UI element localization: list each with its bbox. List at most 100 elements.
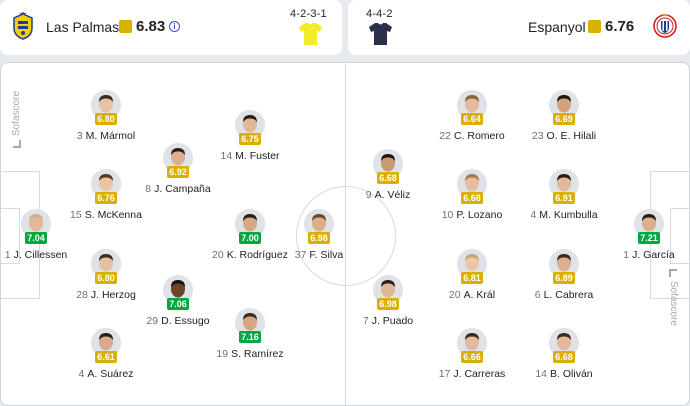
player-name: M. Fuster: [235, 150, 280, 162]
player-number: 9: [365, 189, 372, 201]
player-rating-badge: 6.66: [461, 351, 483, 363]
player-rating-badge: 6.69: [553, 113, 575, 125]
player-number: 1: [4, 249, 11, 261]
player-name: J. Cillessen: [13, 249, 68, 261]
player-name: A. Suárez: [87, 368, 134, 380]
player-number: 15: [70, 209, 82, 221]
player-name: O. E. Hilali: [546, 130, 597, 142]
player-number: 17: [438, 368, 451, 380]
player-rating-badge: 7.04: [25, 232, 47, 244]
player-rating-badge: 6.91: [553, 192, 575, 204]
away-team-card[interactable]: 4-4-2 Espanyol 6.76: [348, 0, 690, 55]
player-number: 28: [76, 289, 88, 301]
player-number: 4: [78, 368, 85, 380]
watermark-left: Sofascore: [11, 91, 22, 148]
player-rating-badge: 7.00: [239, 232, 261, 244]
player-name: F. Silva: [309, 249, 344, 261]
player-name: S. McKenna: [84, 209, 142, 221]
away-team-name[interactable]: Espanyol: [528, 19, 586, 35]
player-name: A. Král: [463, 289, 496, 301]
player-rating-badge: 6.76: [95, 192, 117, 204]
right-goal-area: [670, 208, 689, 264]
espanyol-crest-icon: [653, 13, 677, 41]
home-jersey-icon: [298, 22, 323, 46]
player-name: J. Puado: [371, 315, 414, 327]
player-rating-badge: 6.98: [377, 298, 399, 310]
info-icon[interactable]: i: [169, 21, 180, 32]
player-number: 19: [216, 348, 229, 360]
player-number: 10: [441, 209, 454, 221]
player-rating-badge: 6.92: [167, 166, 189, 178]
player-number: 14: [535, 368, 548, 380]
home-team-rating: 6.83: [136, 18, 166, 35]
player-rating-badge: 7.16: [239, 331, 261, 343]
home-team-card[interactable]: Las Palmas 6.83 i 4-2-3-1: [0, 0, 342, 55]
player-rating-badge: 6.89: [553, 272, 575, 284]
player-rating-badge: 6.68: [377, 172, 399, 184]
player-rating-badge: 6.81: [461, 272, 483, 284]
player-rating-badge: 7.21: [638, 232, 660, 244]
player-name: P. Lozano: [456, 209, 503, 221]
player-number: 37: [294, 249, 307, 261]
las-palmas-crest-icon: [12, 12, 34, 40]
home-team-name[interactable]: Las Palmas: [46, 19, 120, 35]
player-name: J. García: [632, 249, 675, 261]
player-name: M. Mármol: [85, 130, 136, 142]
away-team-rating: 6.76: [605, 18, 635, 35]
player-name: C. Romero: [453, 130, 505, 142]
away-rating-icon: [588, 20, 601, 33]
player-number: 3: [76, 130, 83, 142]
player-number: 29: [146, 315, 159, 327]
player-name: B. Oliván: [550, 368, 593, 380]
player-name: A. Véliz: [374, 189, 411, 201]
player-name: K. Rodríguez: [226, 249, 288, 261]
player-rating-badge: 6.68: [461, 192, 483, 204]
player-number: 8: [145, 183, 152, 195]
player-name: J. Herzog: [90, 289, 136, 301]
player-rating-badge: 6.75: [239, 133, 261, 145]
player-number: 20: [212, 249, 224, 261]
sofascore-logo-icon: [12, 140, 21, 148]
player-name: J. Campaña: [154, 183, 211, 195]
player-number: 23: [531, 130, 544, 142]
player-rating-badge: 6.80: [95, 272, 117, 284]
player-name: D. Essugo: [161, 315, 210, 327]
away-jersey-icon: [368, 22, 393, 46]
player-number: 6: [534, 289, 541, 301]
